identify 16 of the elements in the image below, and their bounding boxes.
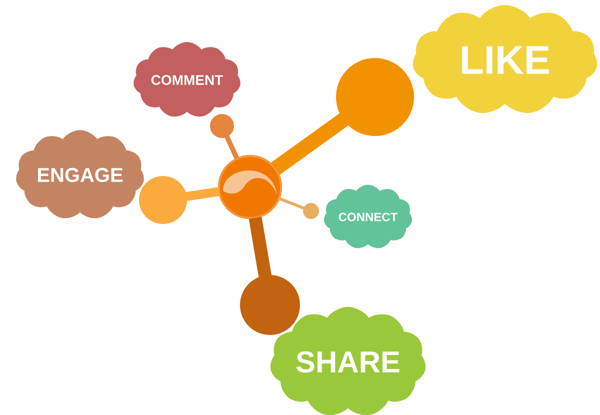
cloud: LIKE bbox=[412, 5, 598, 113]
spoke bbox=[278, 197, 305, 210]
spoke bbox=[224, 135, 240, 160]
spoke bbox=[270, 113, 348, 175]
cloud: SHARE bbox=[270, 306, 426, 415]
ball bbox=[240, 275, 300, 335]
cloud: COMMENT bbox=[134, 42, 240, 117]
ball bbox=[303, 203, 319, 219]
cloud: CONNECT bbox=[324, 184, 412, 248]
ball bbox=[336, 58, 414, 136]
spoke bbox=[185, 187, 220, 202]
spoke bbox=[248, 216, 272, 278]
ball bbox=[210, 114, 234, 138]
ball bbox=[139, 176, 187, 224]
cloud: ENGAGE bbox=[16, 130, 144, 218]
hub-circle bbox=[218, 155, 282, 219]
